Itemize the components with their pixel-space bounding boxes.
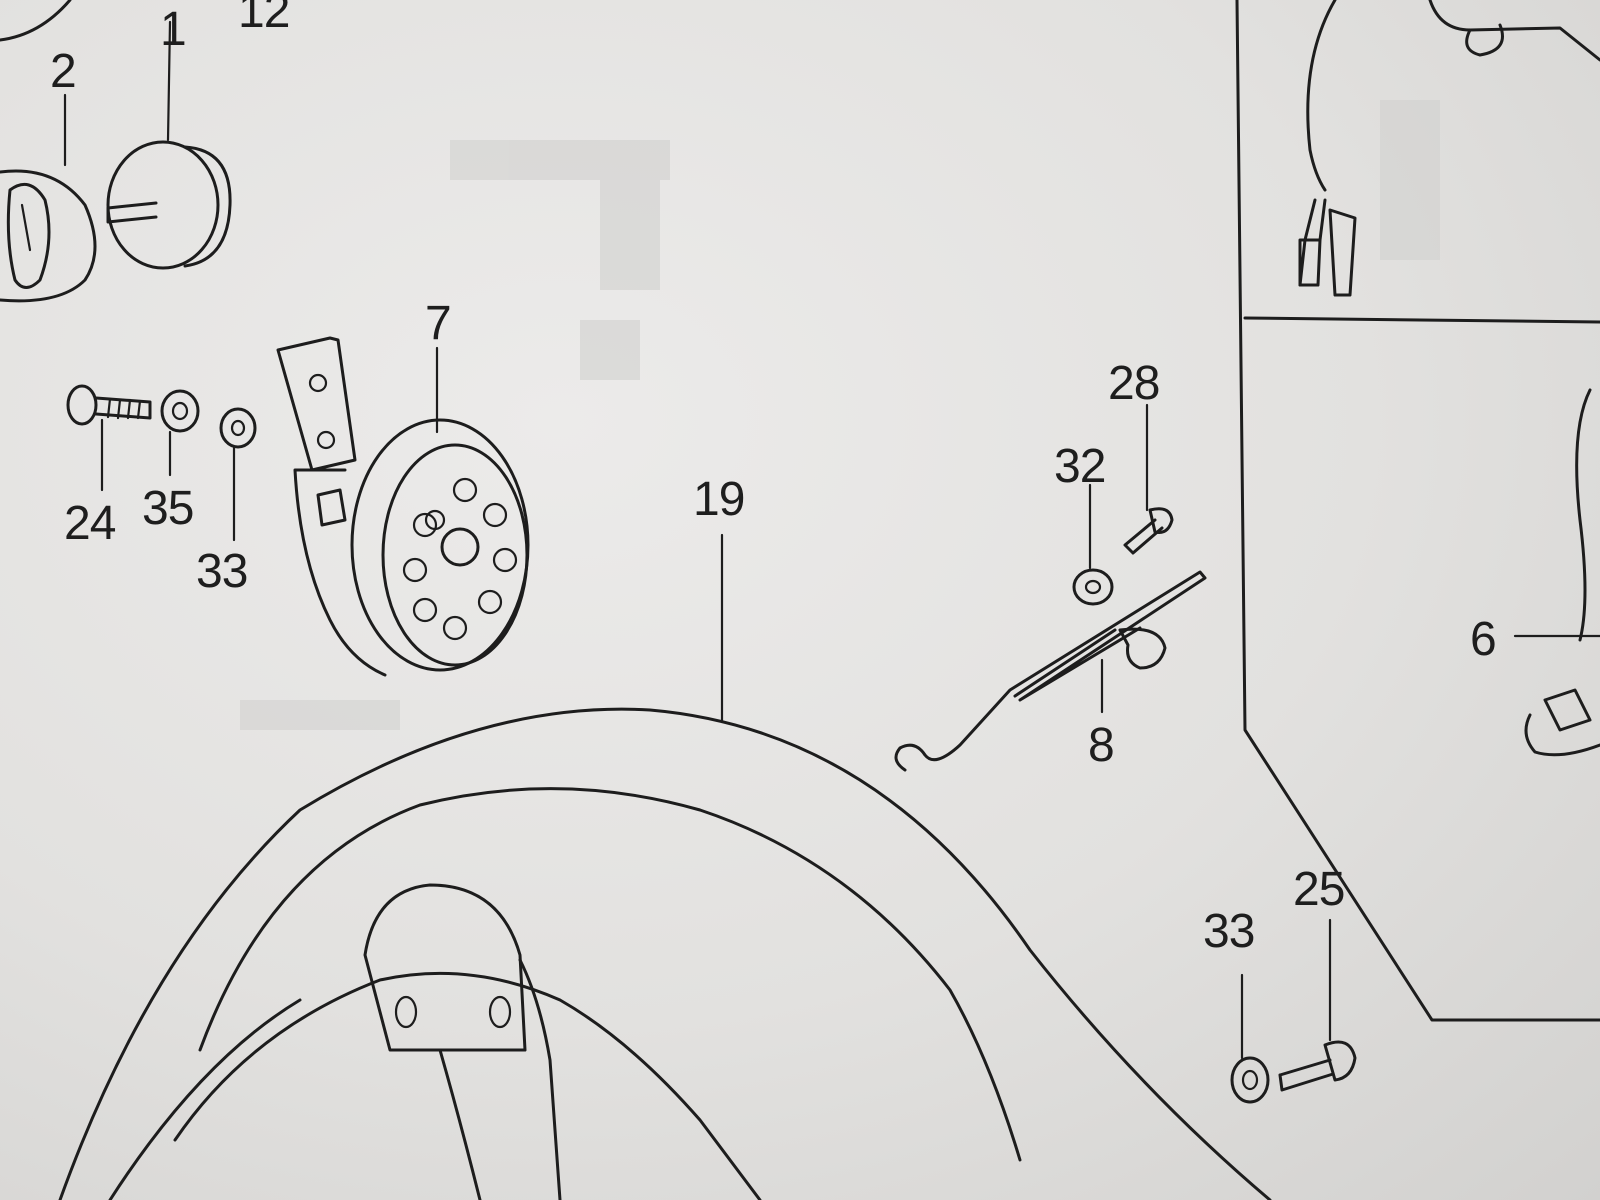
part-label-7: 7: [425, 297, 452, 350]
part-label-6: 6: [1470, 613, 1497, 666]
part-24-bolt: [66, 384, 152, 492]
part-8-wire-clip: [894, 570, 1207, 772]
part-12-gasket: [0, 0, 72, 42]
part-6-bracket: [1513, 388, 1600, 757]
part-2-switch-housing: [0, 93, 97, 303]
part-label-33-upper: 33: [196, 545, 248, 598]
part-7-horn: [276, 336, 530, 677]
part-19-fender: [58, 533, 1272, 1200]
wiring-harness: [1298, 0, 1600, 297]
panel-divider-lines: [1235, 0, 1600, 1022]
part-label-28: 28: [1108, 357, 1160, 410]
part-label-2: 2: [50, 45, 77, 98]
part-1-button-cap: [106, 20, 232, 270]
part-28-screw: [1123, 403, 1174, 555]
part-label-24: 24: [64, 497, 116, 550]
part-label-35: 35: [142, 482, 194, 535]
part-32-washer: [1072, 483, 1114, 606]
part-25-bolt: [1278, 918, 1357, 1092]
part-35-washer: [160, 389, 200, 477]
bleed-through-marks: [240, 100, 1440, 730]
part-label-33-lower: 33: [1203, 905, 1255, 958]
part-label-19: 19: [693, 473, 745, 526]
part-label-1: 1: [160, 3, 187, 56]
part-label-25: 25: [1293, 863, 1345, 916]
part-label-32: 32: [1054, 440, 1106, 493]
part-33-lower-washer: [1230, 973, 1270, 1104]
part-label-12: 12: [238, 0, 290, 38]
part-label-8: 8: [1088, 719, 1115, 772]
part-33-washer: [219, 407, 257, 542]
